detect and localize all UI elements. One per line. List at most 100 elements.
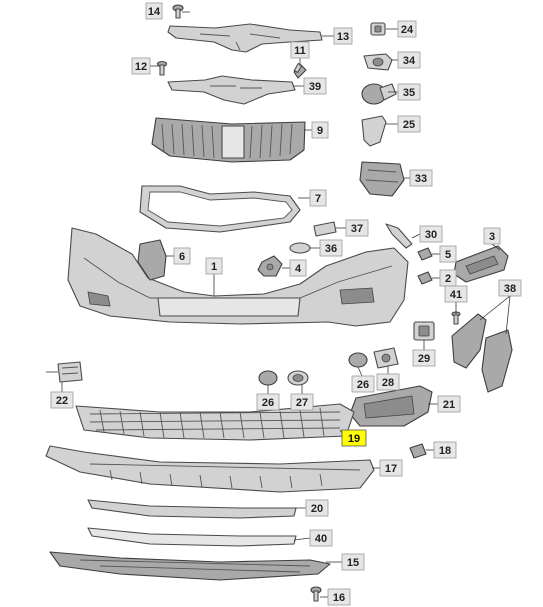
part-5-clip[interactable] <box>417 247 433 261</box>
part-21-side-grille[interactable] <box>349 385 433 427</box>
callout-9[interactable]: 9 <box>311 121 329 139</box>
callout-39[interactable]: 39 <box>303 77 327 95</box>
callout-11[interactable]: 11 <box>290 41 310 59</box>
callout-25[interactable]: 25 <box>397 115 421 133</box>
callout-14[interactable]: 14 <box>145 2 163 20</box>
callout-41[interactable]: 41 <box>444 285 468 303</box>
callout-4[interactable]: 4 <box>289 259 307 277</box>
callout-35[interactable]: 35 <box>397 83 421 101</box>
callout-2[interactable]: 2 <box>439 269 457 287</box>
svg-text:36: 36 <box>325 243 337 255</box>
svg-text:14: 14 <box>148 6 161 18</box>
callout-13[interactable]: 13 <box>333 27 353 45</box>
svg-text:19: 19 <box>348 433 360 445</box>
part-29-bracket[interactable] <box>413 321 435 341</box>
svg-text:21: 21 <box>443 399 455 411</box>
svg-text:29: 29 <box>418 353 430 365</box>
part-17-lower-spoiler[interactable] <box>45 445 375 493</box>
part-4-mount[interactable] <box>257 255 283 277</box>
svg-text:4: 4 <box>295 263 302 275</box>
part-9-grille[interactable] <box>151 117 306 163</box>
callout-37[interactable]: 37 <box>345 219 369 237</box>
callout-21[interactable]: 21 <box>437 395 461 413</box>
callout-17[interactable]: 17 <box>379 459 403 477</box>
part-15-underbody-panel[interactable] <box>49 551 331 581</box>
callout-7[interactable]: 7 <box>309 189 327 207</box>
part-26-sensor-holder-right[interactable] <box>348 352 368 368</box>
callout-33[interactable]: 33 <box>409 169 433 187</box>
svg-text:9: 9 <box>317 125 323 137</box>
svg-text:15: 15 <box>347 557 359 569</box>
svg-text:3: 3 <box>489 231 495 243</box>
part-20-trim-strip[interactable] <box>87 499 297 519</box>
part-33-mounting-plate[interactable] <box>359 161 405 197</box>
part-38-side-brackets[interactable] <box>451 313 513 393</box>
svg-text:41: 41 <box>450 289 462 301</box>
callout-20[interactable]: 20 <box>305 499 329 517</box>
svg-text:22: 22 <box>56 395 68 407</box>
part-1-front-bumper[interactable] <box>67 227 409 327</box>
part-12-screw[interactable] <box>156 60 168 76</box>
part-37-cover[interactable] <box>313 221 337 237</box>
callout-16[interactable]: 16 <box>327 588 351 606</box>
part-39-lower-bracket[interactable] <box>167 75 296 105</box>
callout-27[interactable]: 27 <box>290 393 314 411</box>
part-14-bolt[interactable] <box>172 4 184 19</box>
svg-text:2: 2 <box>445 273 451 285</box>
svg-text:5: 5 <box>445 249 451 261</box>
part-25-bracket[interactable] <box>361 115 387 147</box>
part-2-clip[interactable] <box>417 271 433 285</box>
svg-text:16: 16 <box>333 592 345 604</box>
callout-24[interactable]: 24 <box>397 20 417 38</box>
callout-1[interactable]: 1 <box>205 257 223 275</box>
callout-3[interactable]: 3 <box>483 227 501 245</box>
svg-text:11: 11 <box>294 45 306 57</box>
part-3-fog-bezel[interactable] <box>453 245 509 283</box>
svg-text:12: 12 <box>135 61 147 73</box>
callout-19-highlighted[interactable]: 19 <box>341 429 367 447</box>
svg-text:40: 40 <box>315 533 327 545</box>
svg-text:6: 6 <box>179 251 185 263</box>
callout-40[interactable]: 40 <box>309 529 333 547</box>
svg-text:26: 26 <box>262 397 274 409</box>
svg-text:1: 1 <box>211 261 217 273</box>
part-30-strip[interactable] <box>385 223 413 249</box>
callout-26-left[interactable]: 26 <box>256 393 280 411</box>
svg-text:25: 25 <box>403 119 415 131</box>
part-22-plug[interactable] <box>57 361 83 383</box>
callout-22[interactable]: 22 <box>50 391 74 409</box>
part-34-sensor-housing[interactable] <box>363 53 393 71</box>
part-6-bracket[interactable] <box>137 239 167 281</box>
callout-28[interactable]: 28 <box>376 373 400 391</box>
callout-29[interactable]: 29 <box>412 349 436 367</box>
part-26-sensor-holder-left[interactable] <box>258 370 278 386</box>
part-19-lower-grille[interactable] <box>75 403 355 441</box>
part-13-upper-bracket[interactable] <box>167 23 323 53</box>
part-7-grille-frame[interactable] <box>139 185 301 233</box>
part-18-clip[interactable] <box>409 443 427 459</box>
part-16-screw[interactable] <box>310 586 322 602</box>
part-40-trim-strip[interactable] <box>87 527 297 547</box>
svg-text:27: 27 <box>296 397 308 409</box>
callout-5[interactable]: 5 <box>439 245 457 263</box>
part-28-sensor-holder[interactable] <box>373 347 399 369</box>
svg-text:35: 35 <box>403 87 415 99</box>
callout-12[interactable]: 12 <box>131 57 151 75</box>
callout-34[interactable]: 34 <box>397 51 421 69</box>
svg-text:13: 13 <box>337 31 349 43</box>
callout-18[interactable]: 18 <box>433 441 457 459</box>
svg-text:30: 30 <box>425 229 437 241</box>
callout-6[interactable]: 6 <box>173 247 191 265</box>
callout-15[interactable]: 15 <box>341 553 365 571</box>
part-35-parking-sensor[interactable] <box>361 83 397 105</box>
svg-text:20: 20 <box>311 503 323 515</box>
callout-30[interactable]: 30 <box>419 225 443 243</box>
callout-38[interactable]: 38 <box>498 279 522 297</box>
callout-36[interactable]: 36 <box>319 239 343 257</box>
svg-text:34: 34 <box>403 55 416 67</box>
callout-26-right[interactable]: 26 <box>351 375 375 393</box>
part-27-sensor-ring[interactable] <box>287 370 309 386</box>
part-36-cap[interactable] <box>289 242 311 254</box>
part-24-cap[interactable] <box>370 22 386 36</box>
